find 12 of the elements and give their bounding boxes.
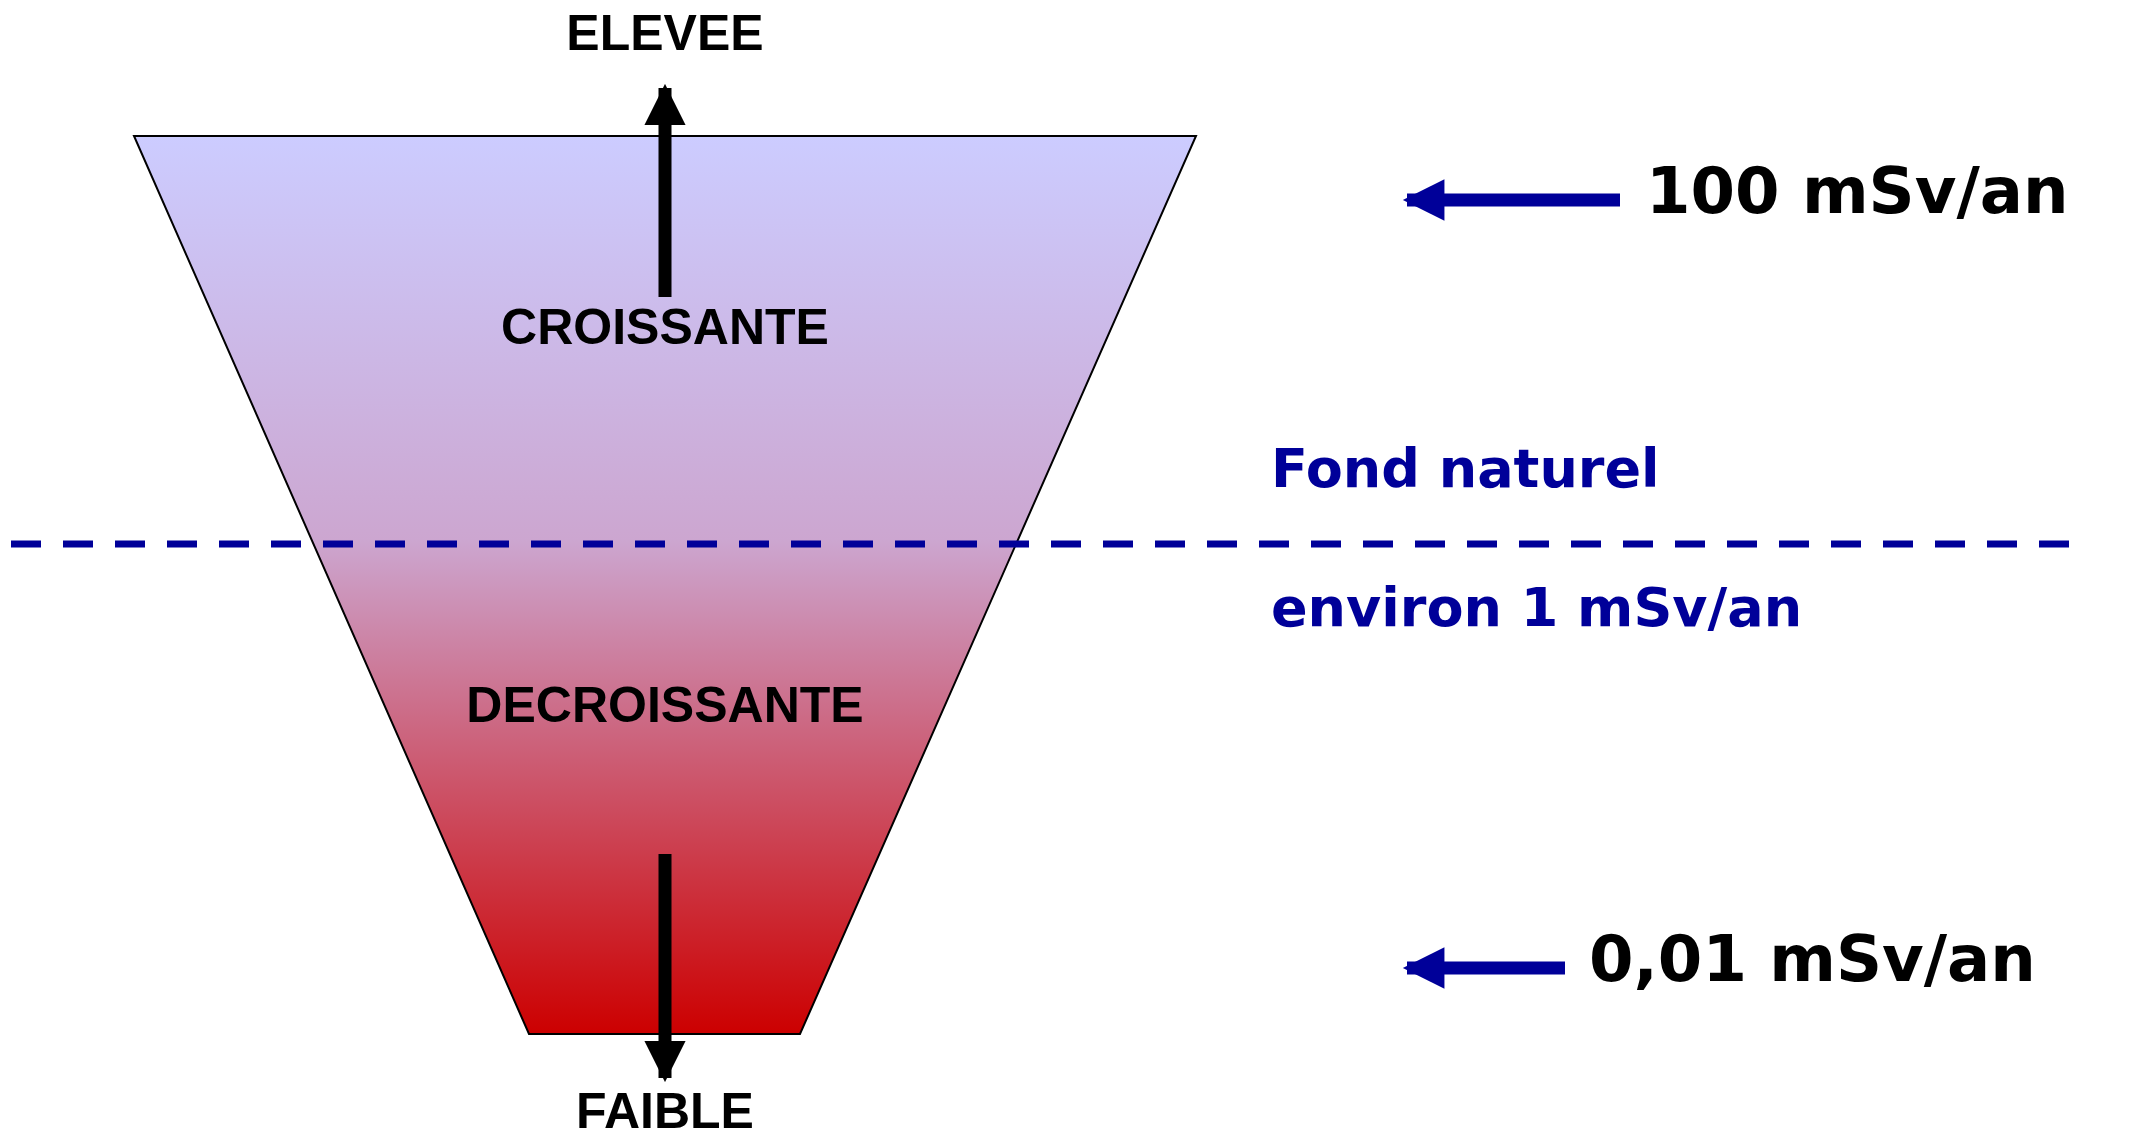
- arrow: [644, 854, 686, 1083]
- scale-label: DECROISSANTE: [466, 677, 864, 733]
- scale-label: FAIBLE: [576, 1083, 754, 1136]
- annotation-text: Fond naturel: [1271, 439, 1660, 499]
- arrow: [1402, 179, 1620, 221]
- scale-label: CROISSANTE: [501, 299, 829, 355]
- annotation-text: environ 1 mSv/an: [1271, 578, 1803, 638]
- dose-value-label: 0,01 mSv/an: [1589, 923, 2036, 995]
- dose-value-label: 100 mSv/an: [1646, 155, 2069, 227]
- arrow: [644, 83, 686, 297]
- arrow: [1402, 947, 1565, 989]
- scale-label: ELEVEE: [566, 5, 764, 61]
